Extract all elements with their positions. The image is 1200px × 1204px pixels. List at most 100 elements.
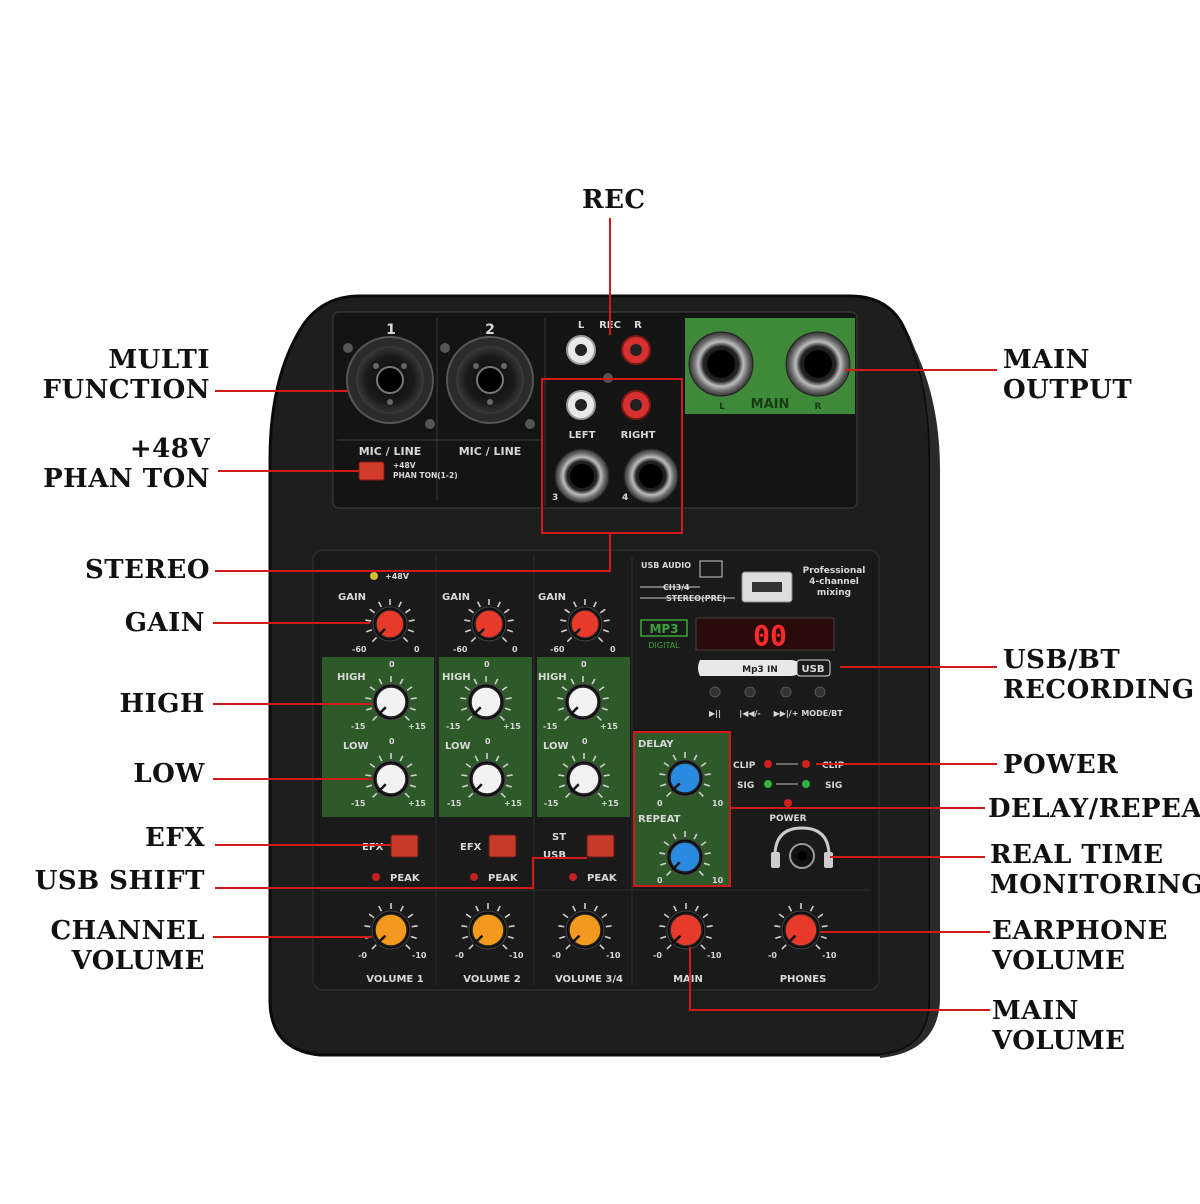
volume-1-label: VOLUME 1 xyxy=(366,974,423,985)
low-label-1: LOW xyxy=(343,741,369,752)
high-knob-3[interactable] xyxy=(557,676,609,721)
gain-knob-1[interactable] xyxy=(365,599,415,643)
delay-max: 10 xyxy=(712,799,724,808)
peak-label-2: PEAK xyxy=(488,873,519,884)
main-volume-knob-max: -10 xyxy=(707,951,722,960)
mixing-label: mixing xyxy=(817,588,851,598)
low-mid-3: 0 xyxy=(582,737,588,746)
leader-line-9 xyxy=(215,857,587,889)
main-label: MAIN xyxy=(751,397,790,412)
callout-channel-volume: CHANNEL VOLUME xyxy=(50,916,205,976)
high-min-2: -15 xyxy=(446,722,461,731)
peak-label-1: PEAK xyxy=(390,873,421,884)
mic-line-label-2: MIC / LINE xyxy=(459,445,522,458)
gain-label-2: GAIN xyxy=(442,592,470,603)
mixer-body-side-shade xyxy=(880,330,940,1058)
four-channel-label: 4-channel xyxy=(809,577,859,587)
main-volume-knob[interactable] xyxy=(659,903,713,950)
leader-line-17 xyxy=(689,947,990,1011)
ch34-label: CH3/4 xyxy=(663,583,690,592)
callout-low: LOW xyxy=(133,759,205,789)
main-volume-label: MAIN xyxy=(673,974,703,985)
stereo-pre-label: STEREO(PRE) xyxy=(666,594,726,603)
callout-main-volume: MAIN VOLUME xyxy=(992,996,1126,1056)
jack-4-label: 4 xyxy=(622,493,628,503)
efx-label-2: EFX xyxy=(460,842,482,853)
efx-button-1 xyxy=(390,834,419,858)
rca-rec-right xyxy=(621,335,651,365)
callout-gain: GAIN xyxy=(124,608,205,638)
high-label-2: HIGH xyxy=(442,672,471,683)
btn-prev-label: |◀◀/- xyxy=(739,709,760,718)
sig-label-l: SIG xyxy=(737,781,754,791)
efx-button-2 xyxy=(488,834,517,858)
main-r-label: R xyxy=(815,402,822,412)
rca-rec-left xyxy=(566,335,596,365)
phones-volume-knob[interactable] xyxy=(774,903,828,950)
gain-knob-3[interactable] xyxy=(560,599,610,643)
high-label-1: HIGH xyxy=(337,672,366,683)
repeat-knob[interactable] xyxy=(659,831,711,876)
high-mid-2: 0 xyxy=(484,660,490,669)
high-knob-2[interactable] xyxy=(460,676,512,721)
gain-knob-2[interactable] xyxy=(464,599,514,643)
usb-shift-label: USB xyxy=(543,850,566,861)
delay-knob[interactable] xyxy=(659,752,711,797)
gain-min-2: -60 xyxy=(453,645,468,654)
volume-1-knob-max: -10 xyxy=(412,951,427,960)
jack-4 xyxy=(623,448,679,504)
volume-34-knob[interactable] xyxy=(558,903,612,950)
high-knob-1[interactable] xyxy=(365,676,417,721)
high-mid-3: 0 xyxy=(581,660,587,669)
mp3-label: MP3 xyxy=(649,622,678,636)
mic-line-label-1: MIC / LINE xyxy=(359,445,422,458)
low-mid-1: 0 xyxy=(389,737,395,746)
volume-1-knob[interactable] xyxy=(364,903,418,950)
volume-34-knob-min: -0 xyxy=(552,951,561,960)
gain-min-1: -60 xyxy=(352,645,367,654)
low-label-2: LOW xyxy=(445,741,471,752)
gain-max-3: 0 xyxy=(610,645,616,654)
callout-multi-function: MULTI FUNCTION xyxy=(42,345,210,405)
peak-label-3: PEAK xyxy=(587,873,618,884)
callout-rec: REC xyxy=(582,185,646,215)
delay-label: DELAY xyxy=(638,739,674,750)
main-l-label: L xyxy=(719,402,725,412)
callout-high: HIGH xyxy=(119,689,205,719)
display-readout: 00 xyxy=(753,619,787,652)
efx-label-1: EFX xyxy=(362,842,384,853)
low-mid-2: 0 xyxy=(485,737,491,746)
low-min-3: -15 xyxy=(544,799,559,808)
gain-label-1: GAIN xyxy=(338,592,366,603)
gain-max-1: 0 xyxy=(414,645,420,654)
digital-label: DIGITAL xyxy=(648,641,680,650)
low-max-2: +15 xyxy=(504,799,522,808)
xlr-combo-2 xyxy=(440,336,535,429)
callout-efx: EFX xyxy=(145,823,205,853)
low-knob-3[interactable] xyxy=(558,753,610,798)
led-48v-label: +48V xyxy=(385,572,410,581)
main-jack-left xyxy=(688,331,754,397)
repeat-label: REPEAT xyxy=(638,814,681,825)
professional-label: Professional xyxy=(803,566,866,576)
volume-2-knob[interactable] xyxy=(461,903,515,950)
usb-tag-label: USB xyxy=(802,664,825,675)
phantom-small-label-1: +48V xyxy=(393,461,416,470)
callout-usb-shift: USB SHIFT xyxy=(34,866,205,896)
phones-label: PHONES xyxy=(780,974,827,985)
volume-34-knob-max: -10 xyxy=(606,951,621,960)
low-min-1: -15 xyxy=(351,799,366,808)
low-max-1: +15 xyxy=(408,799,426,808)
mp3-in-label: Mp3 IN xyxy=(742,665,778,675)
low-knob-2[interactable] xyxy=(461,753,513,798)
rec-l-label: L xyxy=(578,320,585,331)
low-min-2: -15 xyxy=(447,799,462,808)
rca-stereo-right xyxy=(621,390,651,420)
callout-delay-repeat: DELAY/REPEAT xyxy=(988,794,1200,824)
sig-label-r: SIG xyxy=(825,781,842,791)
callout-main-output: MAIN OUTPUT xyxy=(1003,345,1133,405)
callout-phantom: +48V PHAN TON xyxy=(43,434,210,494)
low-knob-1[interactable] xyxy=(365,753,417,798)
